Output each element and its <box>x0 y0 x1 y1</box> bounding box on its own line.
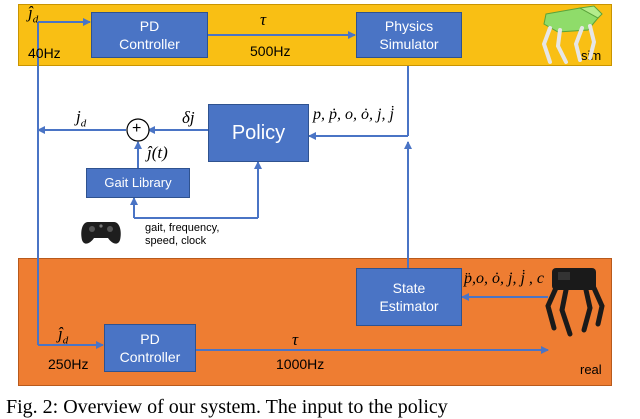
state-estimator-label: State Estimator <box>379 280 439 314</box>
jd-sim-label: ĵd <box>28 3 39 26</box>
robot-real-icon <box>545 268 605 337</box>
policy-box: Policy <box>208 104 309 162</box>
rate-40hz: 40Hz <box>28 45 61 61</box>
real-band-label: real <box>580 362 602 377</box>
j-hat-t-label: ĵ(t) <box>147 143 168 162</box>
policy-label: Policy <box>231 122 286 144</box>
rate-500hz: 500Hz <box>250 43 291 59</box>
rate-250hz: 250Hz <box>48 356 89 372</box>
state-estimator-box: State Estimator <box>356 268 462 326</box>
figure-caption: Fig. 2: Overview of our system. The inpu… <box>6 396 448 418</box>
rate-1000hz: 1000Hz <box>276 356 325 372</box>
commands-label: gait, frequency, speed, clock <box>145 222 220 247</box>
jd-real-label: ĵd <box>58 324 69 347</box>
tau-real-label: τ <box>292 330 299 349</box>
robot-sim-icon <box>541 5 603 64</box>
obs-sim-label: p, ṗ, o, ȯ, j, j̇ <box>313 106 394 123</box>
jd-mid-label: jd <box>76 107 87 130</box>
gamepad-icon <box>81 222 121 244</box>
pd-controller-real: PD Controller <box>104 324 196 372</box>
obs-real-label: p̈,o, ȯ, j, j̇ , c <box>464 270 544 287</box>
pd-controller-sim: PD Controller <box>91 12 208 58</box>
gait-library-box: Gait Library <box>86 168 190 198</box>
summing-junction <box>126 118 150 142</box>
tau-sim-label: τ <box>260 10 267 29</box>
physics-simulator-label: Physics Simulator <box>379 18 439 52</box>
physics-simulator: Physics Simulator <box>356 12 462 58</box>
delta-j-label: δj <box>182 108 195 127</box>
pd-controller-sim-label: PD Controller <box>119 18 180 52</box>
gait-library-label: Gait Library <box>104 175 172 190</box>
pd-controller-real-label: PD Controller <box>119 331 181 365</box>
sum-plus-sign: + <box>132 120 142 137</box>
